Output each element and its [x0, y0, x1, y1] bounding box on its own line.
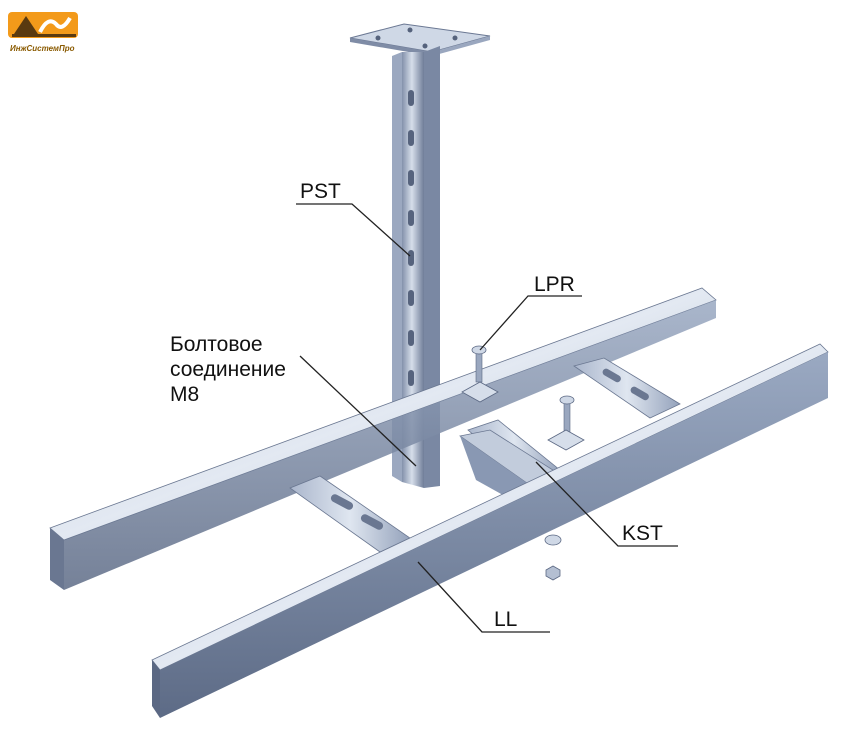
company-logo: ИнжСистемПро	[4, 4, 84, 53]
bolt-lpr	[461, 345, 499, 403]
logo-text: ИнжСистемПро	[10, 44, 75, 53]
logo-mark-icon	[8, 12, 78, 38]
label-bolt-line-1: Болтовое	[170, 333, 263, 356]
label-bolt-line-3: M8	[170, 382, 200, 406]
leader-lines	[296, 203, 678, 633]
label-bolt-connection: Болтовое соединение M8	[170, 333, 320, 407]
leader-bolt-connection	[299, 355, 417, 467]
leader-ll	[417, 561, 550, 633]
label-bolt-line-2: соединение	[170, 357, 286, 381]
post-pst	[392, 46, 440, 488]
front-side-rail	[151, 343, 829, 718]
label-kst: KST	[622, 522, 663, 545]
rear-side-rail	[49, 287, 717, 590]
label-ll: LL	[494, 608, 518, 631]
ceiling-plate	[349, 23, 491, 56]
bolt-right	[547, 395, 585, 451]
leader-lpr	[479, 295, 582, 351]
washer-and-nut	[544, 534, 562, 581]
label-pst: PST	[300, 180, 341, 203]
label-lpr: LPR	[534, 273, 575, 296]
leader-pst	[296, 203, 411, 257]
leader-kst	[535, 461, 678, 547]
